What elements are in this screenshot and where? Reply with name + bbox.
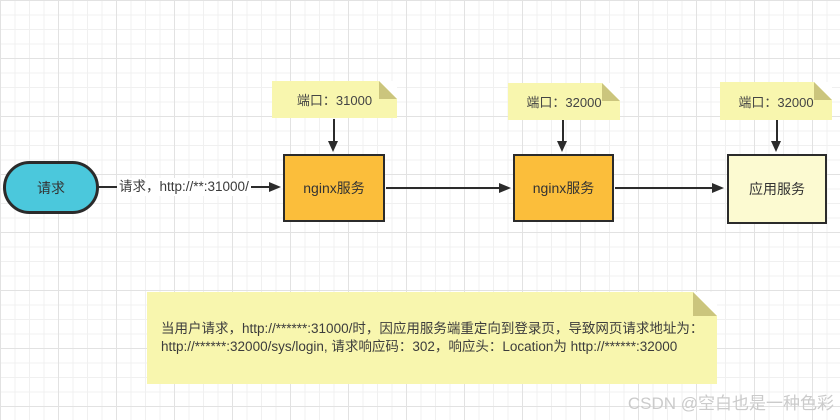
arrow-note1-to-nginx1-head-icon (328, 141, 338, 152)
nginx-node-2-label: nginx服务 (532, 180, 595, 196)
arrow-nginx2-to-app-line (615, 187, 713, 189)
port-note-3: 端口：32000 (720, 82, 832, 120)
port-note-1-text: 端口：31000 (296, 93, 373, 108)
port-note-2-text: 端口：32000 (526, 95, 602, 110)
description-note-text: 当用户请求，http://******:31000/时，因应用服务端重定向到登录… (147, 320, 703, 356)
arrow-request-to-nginx1-head-icon (269, 182, 281, 192)
description-note-line2: http://******:32000/sys/login, 请求响应码：302… (161, 339, 678, 354)
arrow-nginx2-to-app-head-icon (712, 183, 724, 193)
nginx-node-1-label: nginx服务 (303, 180, 365, 196)
app-node-label: 应用服务 (749, 181, 805, 197)
request-node-label: 请求 (37, 179, 65, 196)
arrow-note3-to-app-line (776, 120, 778, 142)
port-note-3-text: 端口：32000 (738, 94, 814, 110)
arrow-nginx1-to-nginx2-head-icon (499, 183, 511, 193)
nginx-node-1: nginx服务 (283, 154, 385, 222)
nginx-node-2: nginx服务 (513, 154, 614, 222)
csdn-watermark: CSDN @空白也是一种色彩 (627, 394, 834, 413)
flow-label: 请求，http://**:31000/ (117, 178, 251, 196)
description-note: 当用户请求，http://******:31000/时，因应用服务端重定向到登录… (147, 292, 717, 384)
app-node: 应用服务 (727, 154, 827, 224)
port-note-2: 端口：32000 (508, 83, 620, 120)
port-note-1: 端口：31000 (272, 81, 397, 118)
arrow-note2-to-nginx2-line (562, 120, 564, 142)
arrow-note3-to-app-head-icon (771, 141, 781, 152)
request-node: 请求 (3, 161, 99, 214)
description-note-line1: 当用户请求，http://******:31000/时，因应用服务端重定向到登录… (161, 321, 704, 336)
arrow-note2-to-nginx2-head-icon (557, 141, 567, 152)
arrow-nginx1-to-nginx2-line (386, 187, 500, 189)
arrow-note1-to-nginx1-line (333, 119, 335, 142)
